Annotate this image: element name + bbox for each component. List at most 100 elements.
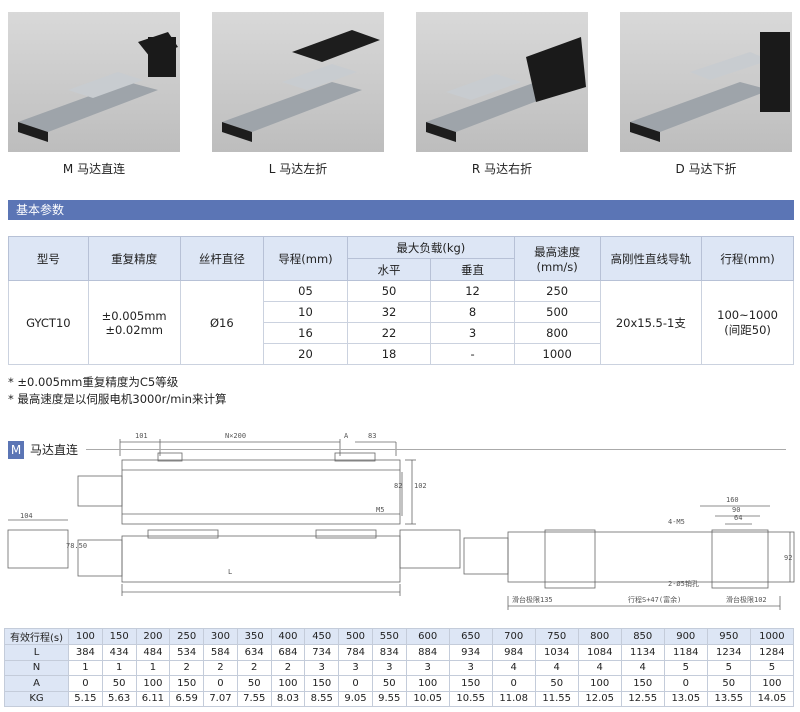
table-cell: 50 [706, 675, 751, 692]
table-cell: 5 [663, 659, 708, 676]
table-cell: 2 [270, 659, 306, 676]
dim-n200: N×200 [225, 432, 246, 440]
vertical-cell: - [430, 343, 515, 365]
table-cell: 4 [491, 659, 536, 676]
stroke-value-cell: 600 [405, 628, 450, 645]
speed-cell: 250 [513, 280, 601, 302]
actuator-illustration [426, 37, 586, 142]
header-horizontal: 水平 [346, 258, 432, 281]
dim-82: 82 [394, 482, 402, 490]
stroke-value-cell: 450 [304, 628, 340, 645]
table-cell: 7.55 [236, 690, 272, 707]
table-cell: 8.03 [270, 690, 306, 707]
horizontal-cell: 50 [346, 280, 432, 302]
header-screw: 丝杆直径 [179, 236, 265, 281]
table-cell: 100 [405, 675, 450, 692]
stroke-value-cell: 900 [663, 628, 708, 645]
table-cell: 3 [405, 659, 450, 676]
stroke-value-cell: 100 [68, 628, 103, 645]
note-2: * 最高速度是以伺服电机3000r/min来计算 [8, 392, 227, 406]
horizontal-cell: 22 [346, 322, 432, 344]
stroke-value-cell: 950 [706, 628, 751, 645]
table-row: GYCT10 ±0.005mm ±0.02mm Ø16 05 50 12 250… [8, 280, 794, 365]
stroke-cell: 100~1000 (间距50) [701, 280, 794, 365]
horizontal-cell: 18 [346, 343, 432, 365]
table-cell: 2 [169, 659, 205, 676]
table-cell: 5 [706, 659, 751, 676]
stroke-value-cell: 750 [534, 628, 579, 645]
stroke-value-cell: 350 [236, 628, 272, 645]
product-photo-r [416, 12, 588, 152]
dim-83: 83 [368, 432, 376, 440]
product-photo-d [620, 12, 792, 152]
table-cell: 1 [68, 659, 103, 676]
section-divider [86, 449, 786, 450]
table-cell: 634 [236, 644, 272, 661]
table-cell: 7.07 [203, 690, 238, 707]
lead-cell: 10 [263, 301, 348, 323]
dim-92: 92 [784, 554, 792, 562]
row-label: A [4, 675, 69, 692]
table-cell: 150 [448, 675, 493, 692]
dim-90: 90 [732, 506, 740, 514]
params-table: 型号 重复精度 丝杆直径 导程(mm) 最大负载(kg) 最高速度 (mm/s)… [8, 236, 794, 365]
table-cell: 6.59 [169, 690, 205, 707]
technical-drawing: 101 N×200 A 83 82 102 M5 104 78.50 L 160… [0, 420, 800, 630]
model-cell: GYCT10 [8, 280, 89, 365]
stroke-value-cell: 150 [101, 628, 137, 645]
table-row: 10 32 8 500 [9, 301, 794, 323]
table-cell: 13.05 [663, 690, 708, 707]
m-section-title: 马达直连 [30, 443, 79, 457]
header-vertical: 垂直 [430, 258, 515, 281]
vertical-cell: 3 [430, 322, 515, 344]
table-cell: 534 [169, 644, 205, 661]
dim-m5: M5 [376, 506, 384, 514]
dim-64: 64 [734, 514, 742, 522]
stroke-value-cell: 650 [448, 628, 493, 645]
table-cell: 1184 [663, 644, 708, 661]
table-row: 20 18 - 1000 [9, 343, 794, 365]
table-cell: 0 [491, 675, 536, 692]
table-cell: 884 [405, 644, 450, 661]
table-cell: 5.15 [68, 690, 103, 707]
table-cell: 434 [101, 644, 137, 661]
table-cell: 150 [304, 675, 340, 692]
table-cell: 0 [663, 675, 708, 692]
table-cell: 784 [338, 644, 373, 661]
section-title: 基本参数 [8, 200, 794, 220]
table-cell: 14.05 [749, 690, 795, 707]
stroke-value-cell: 400 [270, 628, 306, 645]
speed-cell: 500 [513, 301, 601, 323]
repeat-value-2: ±0.02mm [105, 322, 163, 337]
note-1: * ±0.005mm重复精度为C5等级 [8, 375, 179, 389]
table-cell: 4 [534, 659, 579, 676]
header-max-speed: 最高速度 (mm/s) [513, 236, 601, 281]
caption-r: R 马达右折 [471, 162, 533, 176]
table-cell: 384 [68, 644, 103, 661]
table-cell: 1284 [749, 644, 795, 661]
stroke-header-label: 有效行程(s) [4, 628, 69, 645]
dim-stroke: 行程S+47(富余) [628, 595, 681, 604]
repeat-cell: ±0.005mm ±0.02mm [87, 280, 181, 365]
dim-4-m5: 4-M5 [668, 518, 685, 526]
m-badge: M [8, 441, 24, 459]
dim-pin-hole: 2-Ø5销孔 [668, 579, 699, 588]
table-cell: 584 [203, 644, 238, 661]
caption-l: L 马达左折 [268, 162, 328, 176]
header-stroke: 行程(mm) [701, 236, 794, 281]
caption-m: M 马达直连 [62, 162, 126, 176]
dim-a: A [344, 432, 349, 440]
stroke-value-cell: 200 [135, 628, 171, 645]
repeat-value-1: ±0.005mm [101, 308, 167, 323]
table-cell: 6.11 [135, 690, 171, 707]
dim-102: 102 [414, 482, 427, 490]
table-cell: 12.55 [620, 690, 665, 707]
table-cell: 9.05 [338, 690, 373, 707]
actuator-illustration [18, 32, 178, 142]
screw-cell: Ø16 [179, 280, 265, 365]
lead-cell: 20 [263, 343, 348, 365]
stroke-value-cell: 550 [371, 628, 407, 645]
table-cell: 734 [304, 644, 340, 661]
